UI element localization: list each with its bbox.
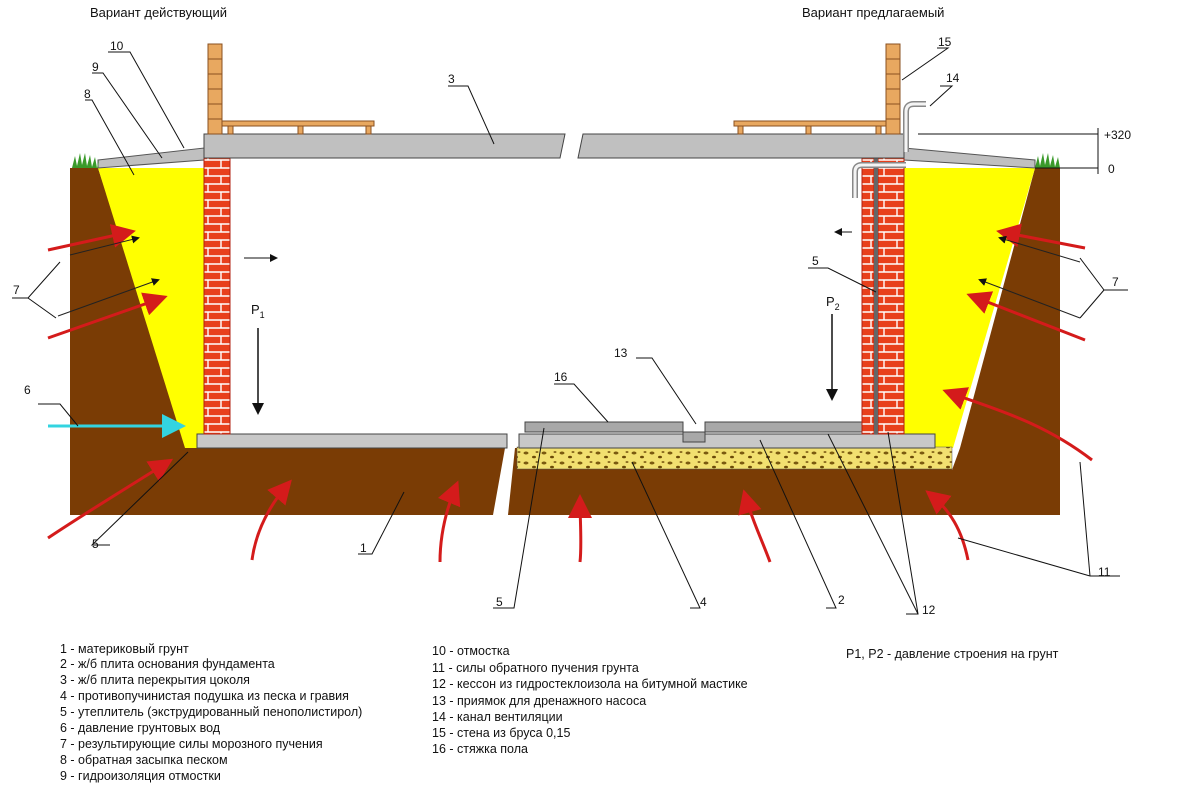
legend-item: 12 - кессон из гидростеклоизола на битум… — [432, 677, 748, 691]
gravel-cushion — [516, 446, 953, 470]
callout-6: 6 — [24, 383, 31, 397]
p2-label: P2 — [826, 294, 840, 312]
timber-wall-right — [885, 43, 901, 135]
callout-leaders — [12, 47, 1128, 615]
ventilation-pipe — [903, 101, 926, 152]
callout-3: 3 — [448, 72, 455, 86]
callout-5-left: 5 — [92, 537, 99, 551]
callout-10: 10 — [110, 39, 124, 53]
legend-item: 14 - канал вентиляции — [432, 710, 563, 724]
legend-item: 3 - ж/б плита перекрытия цоколя — [60, 673, 250, 687]
legend-item: 2 - ж/б плита основания фундамента — [60, 657, 275, 671]
callout-11: 11 — [1098, 565, 1111, 579]
legend-note: P1, P2 - давление строения на грунт — [846, 647, 1059, 661]
grass-icon — [72, 153, 1060, 168]
legend-item: 9 - гидроизоляция отмостки — [60, 769, 221, 783]
callout-9: 9 — [92, 60, 99, 74]
legend-item: 11 - силы обратного пучения грунта — [432, 661, 639, 675]
legend-item: 15 - стена из бруса 0,15 — [432, 726, 570, 740]
base-slab-right — [518, 433, 936, 449]
callout-16: 16 — [554, 370, 568, 384]
callout-15: 15 — [938, 35, 952, 49]
legend-item: 6 - давление грунтовых вод — [60, 721, 221, 735]
header-current-variant: Вариант действующий — [90, 5, 227, 20]
level-top-label: +320 — [1104, 128, 1131, 142]
floor-joists-right — [733, 120, 887, 135]
top-slab-left — [203, 133, 566, 159]
inner-arrows — [244, 228, 852, 262]
callout-14: 14 — [946, 71, 960, 85]
callout-12: 12 — [922, 603, 936, 617]
callout-13: 13 — [614, 346, 628, 360]
legend-item: 4 - противопучинистая подушка из песка и… — [60, 689, 349, 703]
blind-area-right — [903, 147, 1036, 169]
brick-wall-left — [203, 157, 231, 435]
legend-item: 13 - приямок для дренажного насоса — [432, 694, 646, 708]
callout-5-right: 5 — [812, 254, 819, 268]
frost-resultant-arrows — [57, 235, 1081, 319]
frost-heave-arrows — [47, 223, 1093, 462]
callout-2: 2 — [838, 593, 845, 607]
level-zero-label: 0 — [1108, 162, 1115, 176]
floor-screed — [524, 421, 863, 443]
back-heave-arrows — [47, 458, 970, 563]
legend-item: 7 - результирующие силы морозного пучени… — [60, 737, 323, 751]
top-slab-right — [577, 133, 905, 159]
base-slab-left — [196, 433, 508, 449]
legend-item: 16 - стяжка пола — [432, 742, 528, 756]
p1-label: P1 — [251, 302, 265, 320]
legend-item: 8 - обратная засыпка песком — [60, 753, 228, 767]
callout-1: 1 — [360, 541, 367, 555]
legend-item: 1 - материковый грунт — [60, 642, 189, 656]
callout-4: 4 — [700, 595, 707, 609]
caisson-line — [874, 158, 878, 434]
header-proposed-variant: Вариант предлагаемый — [802, 5, 944, 20]
callout-5-bottom: 5 — [496, 595, 503, 609]
blind-area-left — [97, 147, 205, 169]
legend-left: 1 - материковый грунт 2 - ж/б плита осно… — [60, 642, 362, 783]
floor-joists-left — [221, 120, 375, 135]
callout-8: 8 — [84, 87, 91, 101]
soil-right — [508, 168, 1060, 515]
level-lines — [918, 128, 1099, 174]
brick-wall-right — [877, 157, 905, 435]
legend-right: 10 - отмостка 11 - силы обратного пучени… — [432, 644, 748, 756]
legend-item: 5 - утеплитель (экструдированный пенопол… — [60, 705, 362, 719]
timber-wall-left — [207, 43, 223, 135]
legend-item: 10 - отмостка — [432, 644, 510, 658]
brick-wall-right-inner — [861, 157, 875, 435]
callout-7-right: 7 — [1112, 275, 1119, 289]
callout-7-left: 7 — [13, 283, 20, 297]
